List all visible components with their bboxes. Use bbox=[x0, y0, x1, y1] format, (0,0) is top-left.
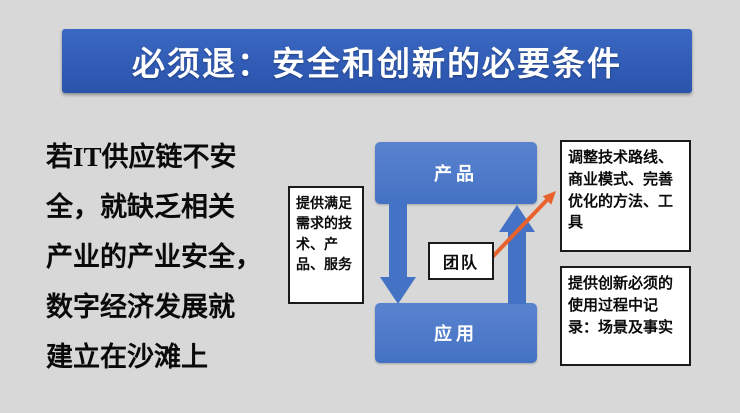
body-text-line: 建立在沙滩上 bbox=[46, 342, 208, 372]
left-note: 提供满足需求的技术、产品、服务 bbox=[288, 186, 364, 304]
right-top-note: 调整技术路线、商业模式、完善优化的方法、工具 bbox=[560, 140, 691, 252]
application-box: 应用 bbox=[375, 303, 537, 363]
body-text-line: 全，就缺乏相关 bbox=[46, 192, 235, 222]
team-box: 团队 bbox=[428, 242, 494, 280]
body-text-line: 数字经济发展就 bbox=[46, 292, 235, 322]
body-text-line: 若IT供应链不安 bbox=[46, 142, 237, 172]
body-text: 若IT供应链不安 全，就缺乏相关 产业的产业安全， 数字经济发展就 建立在沙滩上 bbox=[46, 132, 286, 382]
body-text-line: 产业的产业安全， bbox=[46, 242, 262, 272]
slide-title: 必须退：安全和创新的必要条件 bbox=[132, 47, 622, 83]
cycle-up-arrow-icon bbox=[499, 205, 535, 304]
cycle-down-arrow-icon bbox=[380, 203, 416, 304]
product-box: 产品 bbox=[375, 142, 537, 204]
right-bottom-note: 提供创新必须的使用过程中记录：场景及事实 bbox=[560, 266, 691, 366]
title-banner: 必须退：安全和创新的必要条件 bbox=[62, 29, 692, 93]
